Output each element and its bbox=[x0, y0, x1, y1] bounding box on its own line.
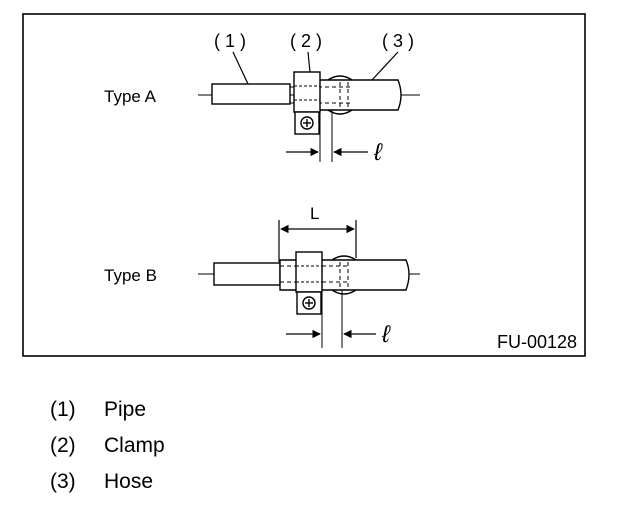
legend-label: Pipe bbox=[104, 398, 147, 421]
legend-label: Hose bbox=[104, 470, 154, 493]
type-a-l-label: ℓ bbox=[373, 139, 383, 166]
type-a-label: Type A bbox=[104, 87, 157, 106]
clamp-installation-diagram: ( 1 ) ( 2 ) ( 3 ) Type A bbox=[22, 13, 586, 357]
legend-item-pipe: (1) Pipe bbox=[50, 392, 165, 428]
type-a-clamp bbox=[293, 71, 321, 113]
type-b-label: Type B bbox=[104, 266, 157, 285]
type-b-dimension-L bbox=[278, 220, 357, 262]
type-b-assembly bbox=[198, 251, 420, 348]
type-b-L-label: L bbox=[310, 204, 319, 223]
type-a-pipe bbox=[211, 83, 291, 105]
type-b-l-label: ℓ bbox=[381, 321, 391, 348]
legend-number: (1) bbox=[50, 398, 76, 421]
callout-leaders bbox=[232, 51, 399, 85]
type-b-pipe bbox=[213, 262, 281, 286]
callout-pipe: ( 1 ) bbox=[214, 31, 246, 51]
legend-number: (2) bbox=[50, 434, 76, 457]
callout-hose: ( 3 ) bbox=[382, 31, 414, 51]
legend: (1) Pipe (2) Clamp (3) Hose bbox=[50, 392, 165, 500]
legend-number: (3) bbox=[50, 470, 76, 493]
type-b-clamp bbox=[295, 251, 323, 293]
figure-code: FU-00128 bbox=[497, 332, 577, 352]
type-a-assembly bbox=[198, 71, 420, 162]
legend-label: Clamp bbox=[104, 434, 165, 457]
legend-item-clamp: (2) Clamp bbox=[50, 428, 165, 464]
legend-item-hose: (3) Hose bbox=[50, 464, 165, 500]
figure-border bbox=[22, 13, 586, 357]
callout-clamp: ( 2 ) bbox=[290, 31, 322, 51]
type-a-hose bbox=[317, 79, 402, 111]
